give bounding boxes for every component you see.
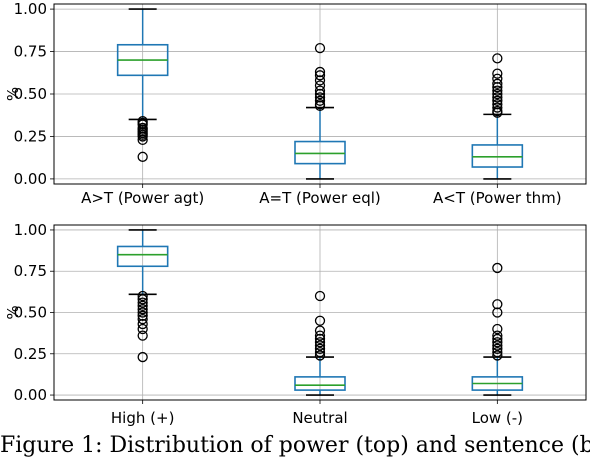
outlier-point <box>314 43 326 54</box>
x-tick-label: A<T (Power thm) <box>433 189 562 207</box>
outlier-point <box>314 95 326 106</box>
outlier-point <box>492 337 503 348</box>
outlier-point <box>314 70 326 81</box>
outlier-point <box>314 315 326 326</box>
outlier-point <box>314 99 326 110</box>
figure-caption: Figure 1: Distribution of power (top) an… <box>0 433 590 458</box>
plot-frame <box>53 3 587 185</box>
outlier-point <box>314 333 326 345</box>
outlier-point <box>492 95 503 106</box>
outlier-point <box>492 307 503 318</box>
outlier-point <box>492 340 503 351</box>
outlier-point <box>137 116 148 127</box>
outlier-point <box>137 290 148 302</box>
outlier-point <box>492 346 503 358</box>
outlier-point <box>137 304 148 315</box>
outlier-point <box>137 318 148 330</box>
outlier-point <box>492 68 503 79</box>
outlier-point <box>314 346 326 358</box>
outlier-point <box>137 351 148 363</box>
x-tick-label: High (+) <box>111 409 175 427</box>
x-tick-label: A>T (Power agt) <box>81 189 204 207</box>
outlier-point <box>314 340 326 351</box>
outlier-point <box>314 343 326 354</box>
outlier-point <box>314 350 326 361</box>
x-tick-label: Neutral <box>292 409 347 427</box>
box-3 <box>471 262 524 396</box>
box-iqr <box>294 140 346 165</box>
box-2 <box>294 43 346 180</box>
y-tick-label: 0.75 <box>14 262 47 280</box>
y-tick-label: 0.25 <box>14 345 47 363</box>
outlier-point <box>492 350 503 361</box>
outlier-point <box>492 105 503 117</box>
power-box-plot: 0.00 0.25 0.50 0.75 1.00% A>T (Power agt) A=T … <box>4 0 587 207</box>
outlier-point <box>314 330 326 341</box>
box-1 <box>116 229 169 363</box>
x-tick-label: A=T (Power eql) <box>259 189 381 207</box>
box-iqr <box>294 376 346 391</box>
outlier-point <box>492 323 503 335</box>
x-tick-label: Low (-) <box>472 409 523 427</box>
outlier-point <box>492 88 503 100</box>
outlier-point <box>314 66 326 78</box>
box-3 <box>471 53 524 180</box>
outlier-point <box>492 85 503 96</box>
outlier-point <box>314 80 326 91</box>
plot-frame <box>53 224 587 401</box>
outlier-point <box>492 299 503 310</box>
y-axis-label: % <box>4 87 22 101</box>
outlier-point <box>137 307 148 318</box>
outlier-point <box>314 92 326 103</box>
sentence-box-plot: 0.00 0.25 0.50 0.75 1.00% High (+) Neutral Low … <box>4 221 587 427</box>
box-2 <box>294 290 346 396</box>
outlier-point <box>492 102 503 113</box>
outlier-point <box>492 99 503 110</box>
outlier-point <box>137 122 148 134</box>
y-tick-label: 0.50 <box>14 304 47 322</box>
outlier-point <box>137 151 148 162</box>
outlier-point <box>137 310 148 321</box>
outlier-point <box>492 53 503 64</box>
y-tick-label: 0.50 <box>14 85 47 103</box>
y-tick-label: 0.00 <box>14 386 47 404</box>
outlier-point <box>137 294 148 305</box>
outlier-point <box>492 262 503 274</box>
outlier-point <box>492 343 503 354</box>
box-iqr <box>471 144 524 168</box>
outlier-point <box>137 313 148 325</box>
outlier-point <box>492 73 503 84</box>
outlier-point <box>314 290 326 302</box>
outlier-point <box>492 78 503 89</box>
outlier-point <box>492 92 503 103</box>
outlier-point <box>314 85 326 96</box>
y-axis-label: % <box>4 305 22 319</box>
y-tick-label: 0.25 <box>14 127 47 145</box>
y-tick-label: 0.75 <box>14 43 47 61</box>
outlier-point <box>492 333 503 345</box>
box-iqr <box>116 245 169 268</box>
outlier-point <box>314 337 326 348</box>
y-tick-label: 1.00 <box>14 0 47 18</box>
outlier-point <box>137 297 148 308</box>
y-tick-label: 0.00 <box>14 170 47 188</box>
outlier-point <box>137 300 148 312</box>
outlier-point <box>137 323 148 335</box>
box-1 <box>116 8 169 162</box>
y-tick-label: 1.00 <box>14 221 47 239</box>
outlier-point <box>137 330 148 341</box>
outlier-point <box>314 325 326 336</box>
outlier-point <box>492 330 503 341</box>
